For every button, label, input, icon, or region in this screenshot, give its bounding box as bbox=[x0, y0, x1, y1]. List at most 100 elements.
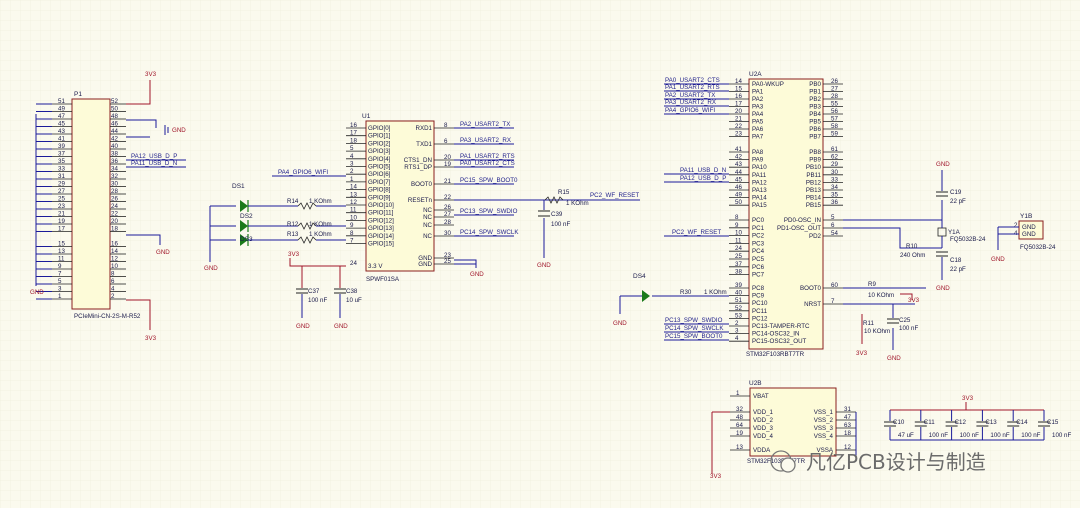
u1-gnd: GND bbox=[470, 271, 484, 278]
p1-left-pin-num: 13 bbox=[58, 248, 65, 255]
decap-ref: C11 bbox=[924, 419, 935, 426]
u2b-left-pin-num: 1 bbox=[736, 390, 740, 397]
u2a-right-pin-name: PB12 bbox=[806, 179, 822, 186]
c39-symbol bbox=[538, 210, 550, 217]
u1-left-pin-name: GPIO[13] bbox=[368, 225, 394, 232]
u1-left-pin-num: 18 bbox=[350, 137, 357, 144]
p1-right-pin-num: 42 bbox=[111, 136, 118, 143]
u2a-body bbox=[748, 78, 824, 350]
u2b-pin-rname: VSS_4 bbox=[814, 433, 834, 440]
c38-value: 10 uF bbox=[346, 297, 362, 304]
decap-value: 100 nF bbox=[990, 432, 1009, 439]
p1-left-pin-num: 23 bbox=[58, 203, 65, 210]
p1-left-pin-num: 9 bbox=[58, 263, 62, 270]
y1b-gnd1: GND bbox=[1022, 224, 1036, 231]
u2a-right-pin-name: PB1 bbox=[809, 89, 821, 96]
u2b-left-pin-num: 13 bbox=[736, 444, 743, 451]
p1-right-pin-num: 36 bbox=[111, 158, 118, 165]
u1-right-pin-num: 27 bbox=[444, 211, 451, 218]
u1-left-pin-num: 8 bbox=[350, 230, 354, 237]
u1-left-pin-name: GPIO[10] bbox=[368, 202, 394, 209]
u1-left-pin-num: 1 bbox=[350, 176, 354, 183]
p1-left-pin-num: 21 bbox=[58, 211, 65, 218]
u2a-right-pin-name: BOOT0 bbox=[800, 285, 822, 292]
u2a-right-pin-num: 36 bbox=[831, 199, 838, 206]
u2a-left-pin-num: 45 bbox=[735, 176, 742, 183]
u2a-left-pin-num: 16 bbox=[735, 93, 742, 100]
u2a-left-pin-name: PA12 bbox=[752, 179, 767, 186]
u2a-left-pin-num: 14 bbox=[735, 78, 742, 85]
u1-net-rx: PA2_USART2_TX bbox=[460, 121, 510, 128]
p1-left-pin-num: 15 bbox=[58, 241, 65, 248]
u1-right-pin-name: RESETn bbox=[408, 197, 433, 204]
u2b-right-pin-num: 47 bbox=[844, 414, 851, 421]
u2a-right-pin-num: 6 bbox=[831, 222, 835, 229]
decap-3v3: 3V3 bbox=[962, 395, 974, 402]
c37-gnd: GND bbox=[296, 323, 310, 330]
c39-gnd: GND bbox=[537, 262, 551, 269]
u1-left-pin-name: GPIO[9] bbox=[368, 194, 391, 201]
p1-left-pin-num: 31 bbox=[58, 173, 65, 180]
u1-right-pins: 8RXD16TXD120CTS1_DN19RTS1_DP21BOOT022RES… bbox=[404, 122, 454, 268]
u2a-left-pin-name: PC1 bbox=[752, 225, 765, 232]
u2a-left-pin-name: PC8 bbox=[752, 285, 765, 292]
p1-right-pin-num: 12 bbox=[111, 256, 118, 263]
p1-right-pin-num: 48 bbox=[111, 113, 118, 120]
u1-right-pin-name: NC bbox=[423, 233, 432, 240]
p1-left-pin-num: 29 bbox=[58, 181, 65, 188]
u2a-left-pin-num: 10 bbox=[735, 230, 742, 237]
p1-ref: P1 bbox=[74, 91, 82, 98]
p1-3v3-wire bbox=[126, 80, 151, 105]
c39-ref: C39 bbox=[551, 211, 563, 218]
u2a-left-pin-name: PA4 bbox=[752, 111, 764, 118]
c37-c38-symbols bbox=[296, 288, 346, 294]
u2a-right-pin-name: PB5 bbox=[809, 119, 821, 126]
p1-left-pin-num: 7 bbox=[58, 271, 62, 278]
p1-left-pin-num: 35 bbox=[58, 158, 65, 165]
u2a-left-pin-num: 22 bbox=[735, 123, 742, 130]
u2a-right-pin-name: NRST bbox=[804, 301, 821, 308]
u2a-left-pin-name: PA9 bbox=[752, 157, 764, 164]
r30-value: 1 KOhm bbox=[704, 289, 727, 296]
u1-right-pin-num: 26 bbox=[444, 204, 451, 211]
u1-right-pin-name: GND bbox=[418, 261, 432, 268]
u2a-right-pin-name: PB10 bbox=[806, 164, 822, 171]
p1-right-pins: 5250484644424038363432302826242220181614… bbox=[110, 98, 126, 300]
u2a-left-pin-num: 17 bbox=[735, 101, 742, 108]
u2b-pin-name: VDDA bbox=[753, 447, 771, 454]
u2b-pin-name: VBAT bbox=[753, 393, 769, 400]
u2a-left-pin-name: PA11 bbox=[752, 172, 767, 179]
u2a-left-pin-num: 3 bbox=[735, 328, 739, 335]
u2a-right-pin-num: 26 bbox=[831, 78, 838, 85]
u2a-right-pin-num: 27 bbox=[831, 86, 838, 93]
u1-3v3-label: 3.3 V bbox=[368, 263, 383, 270]
u2a-left-pin-num: 52 bbox=[735, 305, 742, 312]
u1-part: SPWF01SA bbox=[366, 276, 400, 283]
u1-net-tx: PA3_USART2_RX bbox=[460, 137, 511, 144]
u2a-right-pin-num: 57 bbox=[831, 116, 838, 123]
c18-gnd: GND bbox=[936, 285, 950, 292]
r11-3v3: 3V3 bbox=[856, 350, 868, 357]
u2a-right-pin-num: 54 bbox=[831, 230, 838, 237]
u1-left-pin-num: 7 bbox=[350, 238, 354, 245]
u2a-right-pin-name: PB0 bbox=[809, 81, 821, 88]
c25-ref: C25 bbox=[899, 317, 911, 324]
p1-right-pin-num: 40 bbox=[111, 143, 118, 150]
u2a-left-pin-num: 46 bbox=[735, 184, 742, 191]
p1-net-usb-dn: PA11_USB_D_N bbox=[131, 160, 177, 167]
u1-left-pin-name: GPIO[11] bbox=[368, 210, 394, 217]
p1-left-pin-num: 5 bbox=[58, 278, 62, 285]
p1-3v3-top: 3V3 bbox=[145, 71, 157, 78]
decap-ref: C15 bbox=[1047, 419, 1059, 426]
watermark: 凡亿PCB设计与制造 bbox=[770, 450, 986, 474]
u2a-net-swclk: PC14_SPW_SWCLK bbox=[665, 325, 724, 332]
p1-right-pin-num: 14 bbox=[111, 248, 118, 255]
u1-right-pin-num: 30 bbox=[444, 230, 451, 237]
p1-3v3-bottom: 3V3 bbox=[145, 335, 157, 342]
p1-right-pin-num: 34 bbox=[111, 166, 118, 173]
decap-value: 100 nF bbox=[929, 432, 948, 439]
c18-ref: C18 bbox=[950, 257, 962, 264]
u1-left-pin-name: GPIO[5] bbox=[368, 164, 391, 171]
